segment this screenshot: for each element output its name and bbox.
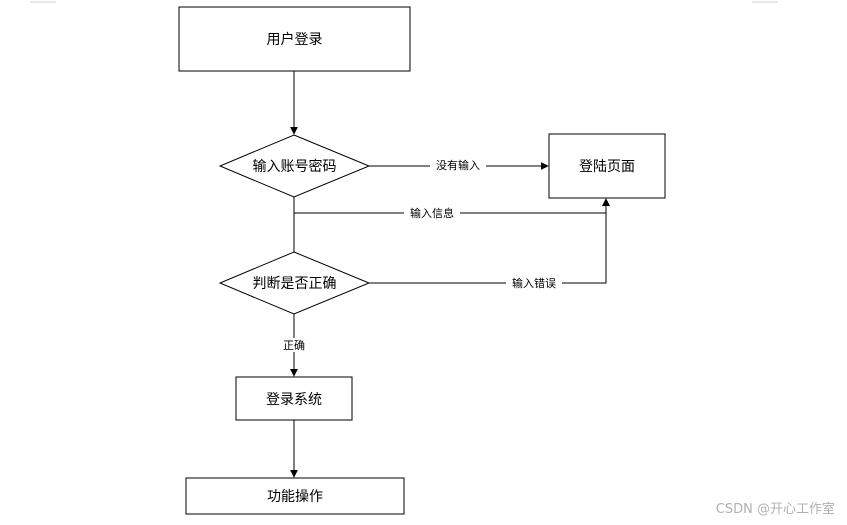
node-login-system: 登录系统 (235, 376, 353, 421)
node-check-correct: 判断是否正确 (218, 251, 371, 315)
watermark: CSDN @开心工作室 (715, 502, 835, 517)
node-login-system-label: 登录系统 (266, 392, 322, 408)
edge-no-input-label-bg (430, 158, 486, 172)
node-function-ops-label: 功能操作 (267, 489, 323, 505)
edge-input-info-label: 输入信息 (410, 206, 454, 220)
node-login-page: 登陆页面 (548, 133, 666, 199)
node-function-ops: 功能操作 (185, 477, 405, 515)
node-user-login: 用户登录 (178, 6, 411, 72)
edge-input-error (369, 198, 610, 284)
edge-input-error-label-bg (506, 276, 562, 290)
edge-input-error-label: 输入错误 (512, 276, 556, 290)
node-input-credentials: 输入账号密码 (218, 134, 371, 198)
edge-correct-label-bg (280, 338, 308, 352)
node-input-credentials-label: 输入账号密码 (253, 158, 337, 175)
node-check-correct-label: 判断是否正确 (253, 276, 337, 292)
edge-input-info-label-bg (404, 206, 460, 220)
edge-correct-label: 正确 (283, 339, 305, 352)
node-login-page-label: 登陆页面 (579, 159, 635, 175)
edge-no-input-label: 没有输入 (436, 158, 480, 172)
node-user-login-label: 用户登录 (267, 31, 323, 48)
